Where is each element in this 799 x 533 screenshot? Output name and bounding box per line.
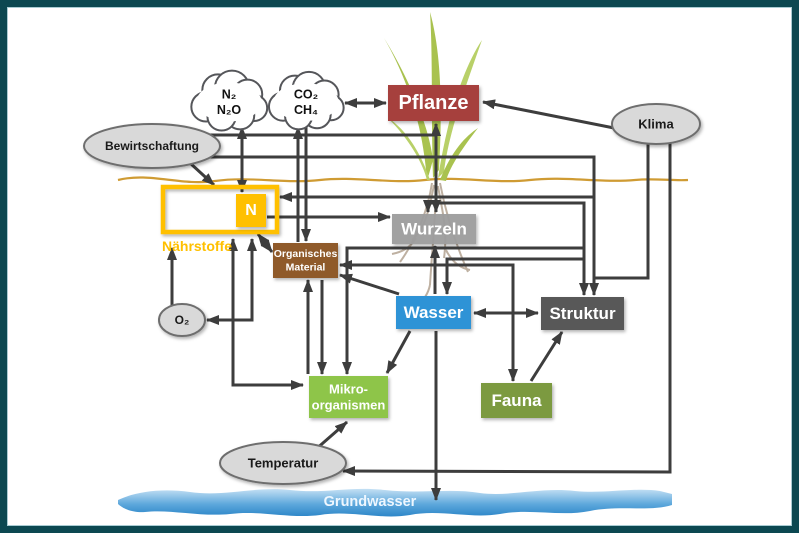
node-n-box: N	[236, 194, 266, 227]
label: N₂	[222, 87, 237, 101]
label: Pflanze	[398, 92, 468, 114]
node-bewirtschaftung: Bewirtschaftung	[83, 123, 221, 169]
node-wasser: Wasser	[396, 296, 471, 329]
label: Wurzeln	[401, 220, 467, 239]
label: CH₄	[294, 103, 318, 117]
node-klima: Klima	[611, 103, 701, 145]
label: Mikro-	[329, 382, 368, 397]
node-o2: O₂	[158, 303, 206, 337]
node-naehrstoffe-label: Nährstoffe	[162, 238, 232, 254]
label: Grundwasser	[324, 494, 417, 510]
node-wurzeln: Wurzeln	[392, 214, 476, 244]
edge-n-box-organisches-material	[256, 233, 274, 253]
label: Wasser	[404, 303, 464, 322]
edge-bewirtschaftung-naehrstoffe-frame	[188, 161, 216, 187]
label: Organisches	[274, 248, 338, 260]
label: CO₂	[294, 87, 318, 101]
label: Struktur	[549, 304, 616, 323]
node-grundwasser-label: Grundwasser	[324, 494, 417, 510]
edges-layer	[167, 98, 672, 501]
label: O₂	[175, 313, 190, 327]
edge-klima-struktur	[594, 142, 650, 280]
node-struktur: Struktur	[541, 297, 624, 330]
label: Bewirtschaftung	[105, 139, 199, 153]
label: N₂O	[217, 103, 242, 117]
edge-o2-naehrstoffe-frame	[206, 238, 257, 325]
node-cloud-n2: N₂ N₂O	[190, 69, 269, 132]
edge-klima-pflanze	[482, 99, 615, 130]
edge-fauna-struktur	[529, 331, 564, 382]
groundwater-band	[118, 488, 672, 517]
edge-bewirtschaftung-struktur	[200, 155, 599, 296]
edge-klima-temperatur	[342, 141, 672, 477]
edge-wasser-organisches-material	[339, 273, 400, 296]
node-fauna: Fauna	[481, 383, 552, 418]
label: Temperatur	[248, 456, 319, 471]
node-temperatur: Temperatur	[219, 441, 347, 485]
edge-organisches-material-fauna	[339, 260, 518, 382]
soil-surface-line	[117, 176, 689, 184]
node-mikroorganismen: Mikro-organismen	[309, 376, 388, 418]
label: organismen	[312, 398, 386, 413]
edge-wasser-mikroorganismen	[385, 330, 412, 374]
label: Nährstoffe	[162, 238, 232, 254]
node-cloud-co2: CO₂ CH₄	[267, 70, 345, 131]
node-naehrstoffe-frame	[160, 184, 280, 235]
label: Klima	[638, 117, 674, 132]
label: Material	[286, 261, 326, 273]
label: N	[245, 202, 257, 219]
node-pflanze: Pflanze	[388, 85, 479, 121]
label: Fauna	[491, 391, 542, 410]
